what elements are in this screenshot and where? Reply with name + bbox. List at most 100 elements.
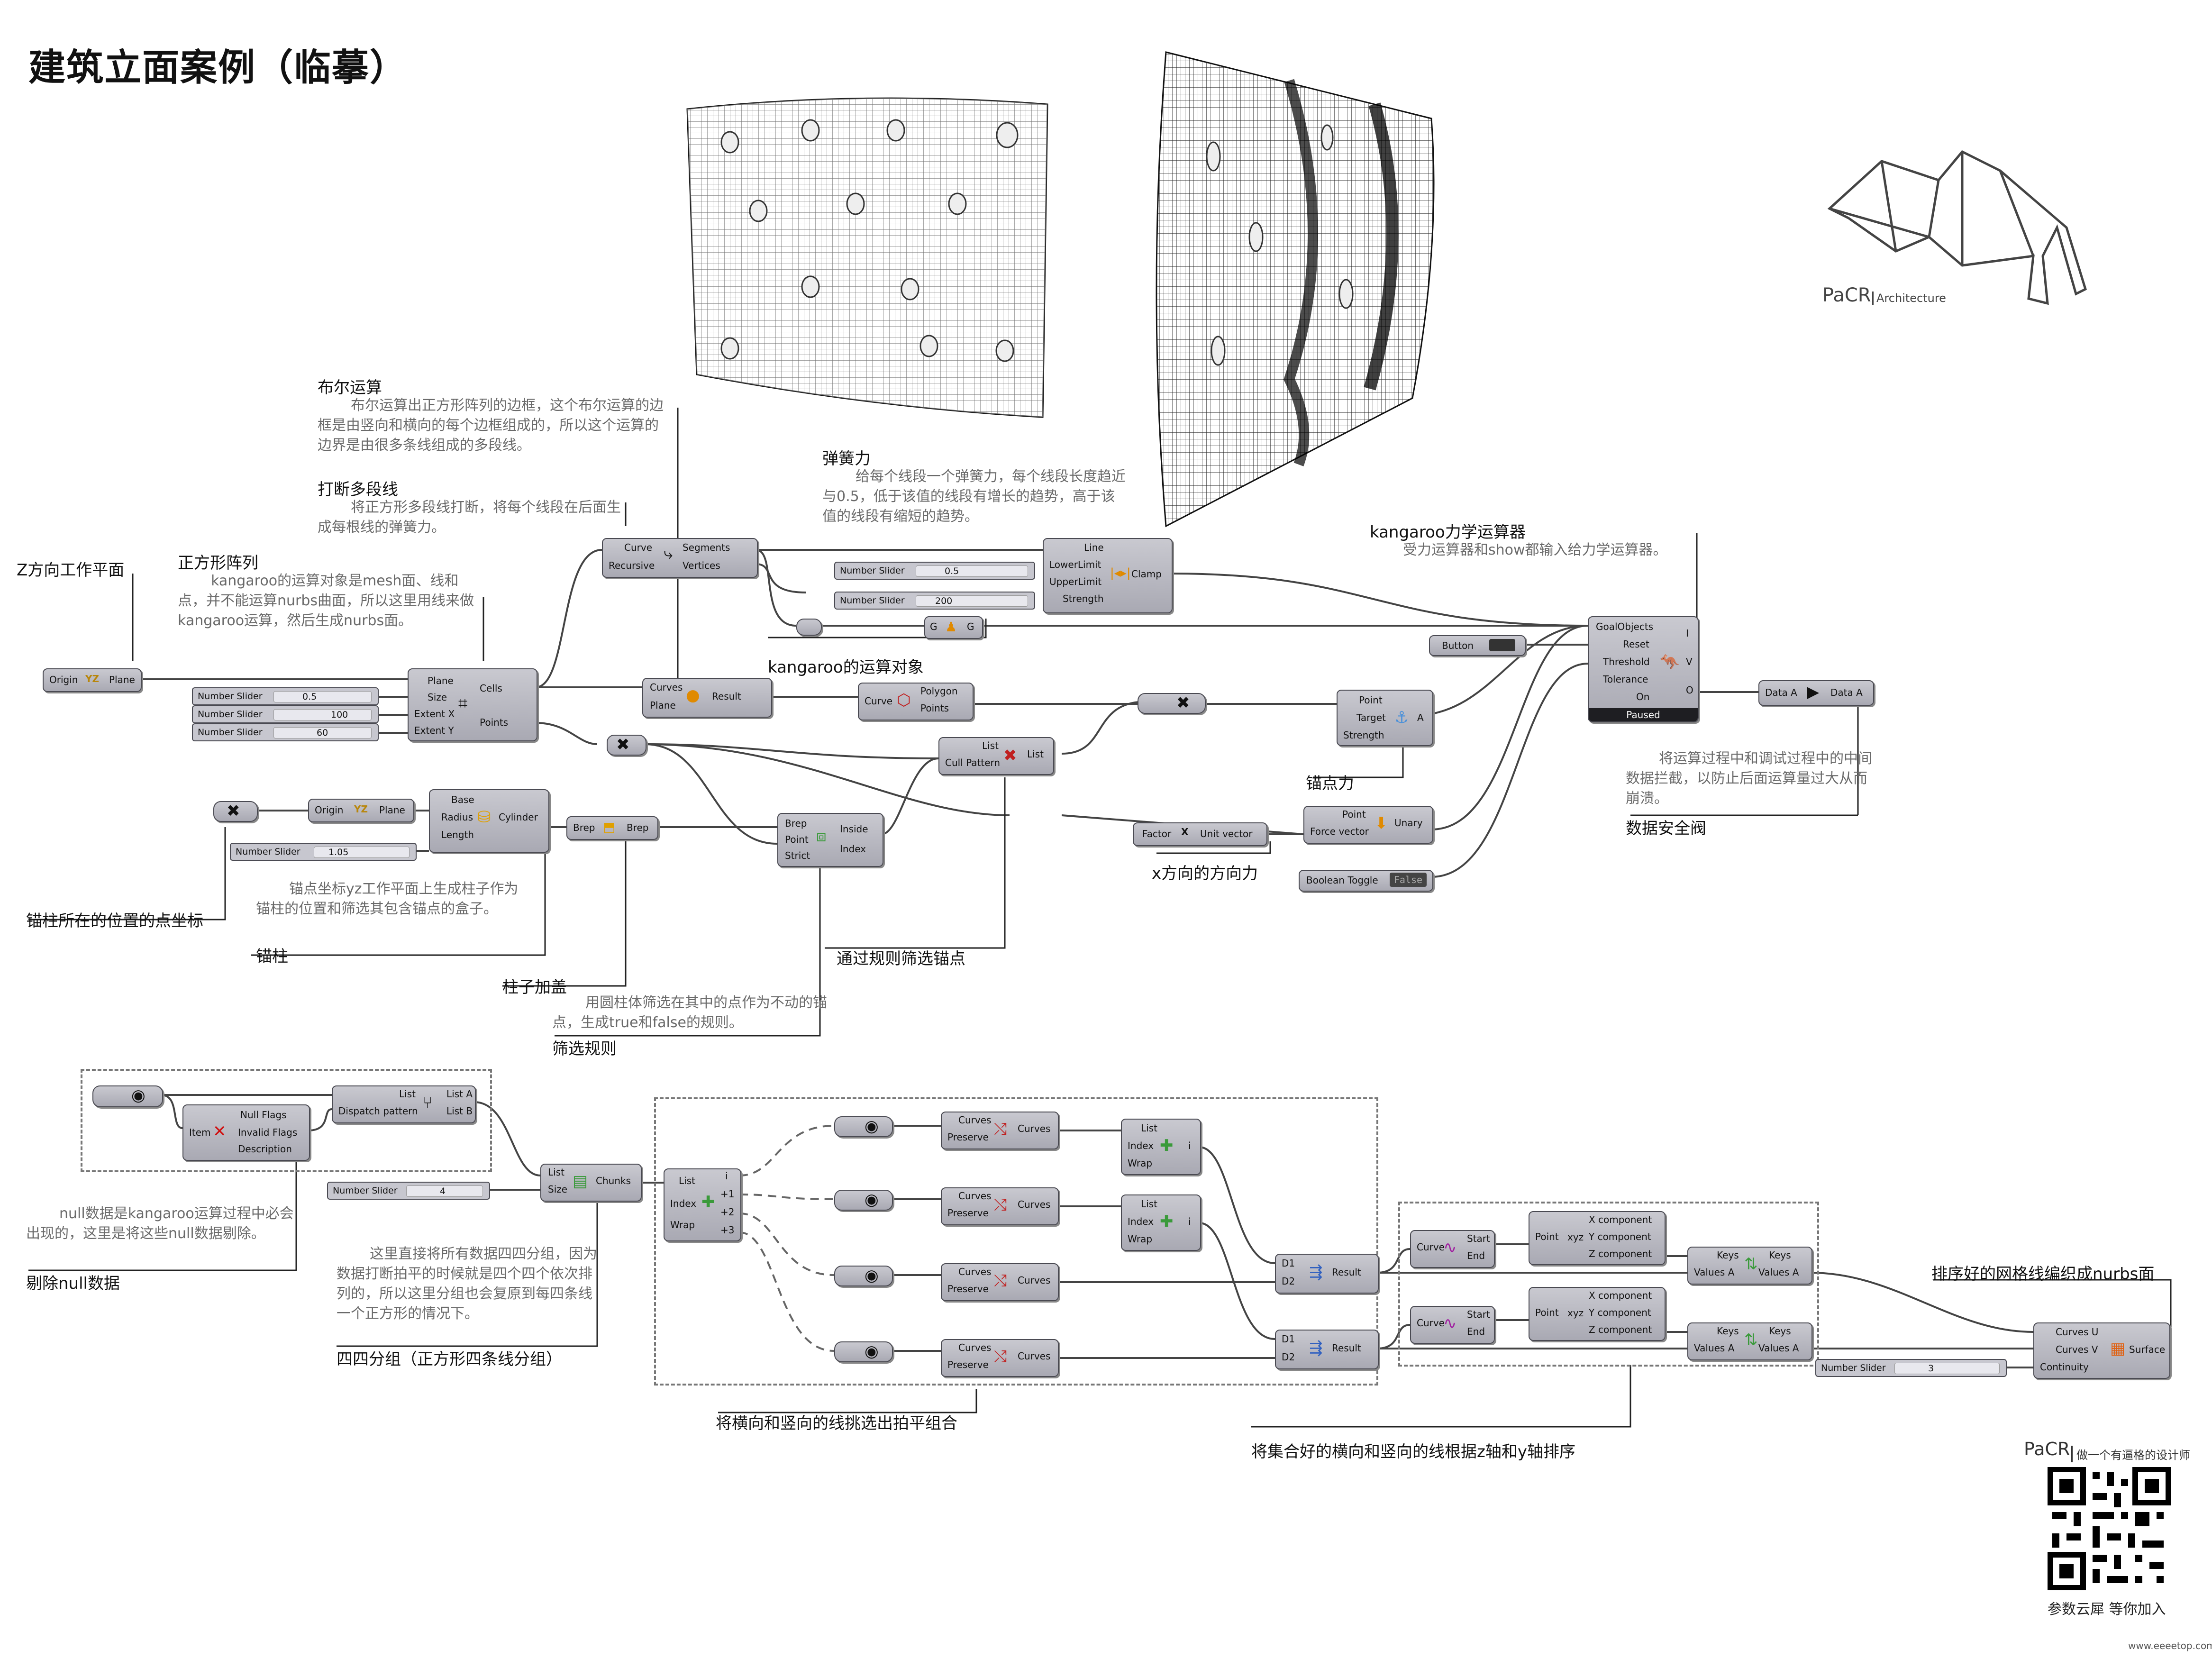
slider-grid-size[interactable]: Number Slider 0.5 (192, 687, 379, 705)
button-reset[interactable]: Button (1429, 635, 1526, 656)
button-face[interactable] (1489, 639, 1515, 651)
toggle-on[interactable]: Boolean Toggle False (1299, 870, 1433, 892)
slider-value[interactable]: 4 (406, 1185, 483, 1197)
curve-param-node[interactable]: ◉ (834, 1266, 893, 1286)
node-partition-list[interactable]: List Size ▤ Chunks (540, 1164, 642, 1202)
node-clamp-length[interactable]: Line LowerLimit UpperLimit Strength |◂▸|… (1043, 538, 1173, 613)
merge-icon: ⇶ (1309, 1263, 1323, 1282)
relay-cross-node[interactable]: ✖ (607, 735, 646, 756)
play-icon[interactable]: ▶ (1807, 683, 1820, 702)
curve-param-node[interactable]: ◉ (834, 1341, 893, 1362)
pin-brep-out: Brep (627, 822, 649, 833)
node-yz-plane-2[interactable]: Origin YZ Plane (308, 799, 414, 822)
pin-preserve: Preserve (947, 1359, 989, 1370)
node-anchor[interactable]: Point Target Strength ⚓ A (1337, 690, 1433, 746)
node-explode[interactable]: Curve Recursive ⤷ Segments Vertices (602, 538, 758, 578)
node-list-item[interactable]: List Index Wrap ✚ i (1121, 1119, 1201, 1175)
node-list-item[interactable]: List Index Wrap ✚ i (1121, 1194, 1201, 1251)
node-merge[interactable]: D1 D2 ⇶ Result (1275, 1330, 1379, 1369)
pin-plane: Plane (109, 674, 135, 685)
pin-index: Index (670, 1198, 697, 1209)
toggle-value[interactable]: False (1390, 873, 1427, 887)
pin-plus2: +2 (720, 1206, 735, 1218)
pin-values-a: Values A (1694, 1342, 1735, 1354)
list-item-icon: ✚ (701, 1193, 715, 1212)
pin-z-component: Z component (1589, 1248, 1652, 1259)
annotation-spring-body: 给每个线段一个弹簧力，每个线段长度趋近与0.5，低于该值的线段有增长的趋势，高于… (822, 468, 1126, 525)
slider-chunk-size[interactable]: Number Slider 4 (327, 1182, 490, 1200)
node-end-points[interactable]: Curve ∿ Start End (1410, 1306, 1495, 1344)
slider-continuity[interactable]: Number Slider 3 (1815, 1359, 2007, 1377)
pin-d2: D2 (1282, 1276, 1295, 1287)
annotation-grid-head: 正方形阵列 (178, 554, 258, 573)
pin-start: Start (1467, 1309, 1490, 1320)
slider-value[interactable]: 60 (273, 727, 372, 738)
node-unit-vector[interactable]: Factor X Unit vector (1133, 822, 1267, 846)
node-cylinder[interactable]: Base Radius Length ⛁ Cylinder (429, 789, 549, 853)
node-flip-curve[interactable]: Curves Preserve ⤭ Curves (941, 1187, 1059, 1225)
slider-label: Number Slider (236, 847, 300, 857)
node-list-item-multi[interactable]: List Index Wrap ✚ i +1 +2 +3 (664, 1168, 741, 1241)
slider-value[interactable]: 100 (273, 709, 372, 720)
node-goal-object[interactable]: G ♟ G (924, 616, 983, 639)
slider-value[interactable]: 3 (1894, 1363, 2000, 1374)
node-polygon-points[interactable]: Curve ⬡ Polygon Points (858, 683, 974, 720)
slider-value[interactable]: 1.05 (314, 847, 410, 858)
slider-extent-y[interactable]: Number Slider 60 (192, 723, 379, 741)
slider-value[interactable]: 0.5 (273, 691, 372, 702)
pin-vertices: Vertices (683, 560, 720, 571)
annotation-boolean-head: 布尔运算 (318, 378, 382, 397)
slider-value[interactable]: 0.5 (916, 565, 1028, 577)
data-relay-node[interactable]: ✖ (1138, 693, 1206, 714)
node-cull-pattern[interactable]: List Cull Pattern ✖ List (938, 737, 1054, 775)
slider-radius[interactable]: Number Slider 1.05 (230, 843, 417, 861)
node-sort-list[interactable]: Keys Values A ⇅ Keys Values A (1687, 1322, 1812, 1360)
pin-wrap: Wrap (1128, 1233, 1153, 1245)
node-region-union[interactable]: Curves Plane ● Result (642, 678, 772, 718)
node-kangaroo-solver[interactable]: GoalObjects Reset Threshold Tolerance On… (1588, 616, 1699, 722)
pin-brep-in: Brep (573, 822, 595, 833)
curve-param-node[interactable]: ◉ (834, 1190, 893, 1211)
flip-icon: ⤭ (994, 1271, 1007, 1290)
node-null-item[interactable]: Item ✕ Null Flags Invalid Flags Descript… (182, 1104, 310, 1161)
node-square-grid[interactable]: Plane Size Extent X Extent Y ⌗ Cells Poi… (408, 668, 537, 741)
pin-strength: Strength (1063, 593, 1104, 604)
button-label: Button (1442, 640, 1474, 651)
slider-strength[interactable]: Number Slider 200 (834, 592, 1035, 610)
pin-base: Base (451, 794, 474, 805)
node-sort-list[interactable]: Keys Values A ⇅ Keys Values A (1687, 1247, 1812, 1285)
node-flip-curve[interactable]: Curves Preserve ⤭ Curves (941, 1112, 1059, 1149)
relay-node[interactable] (796, 619, 822, 636)
curve-param-node[interactable]: ◉ (92, 1085, 163, 1107)
node-data-dam[interactable]: Data A ▶ Data A (1758, 680, 1874, 706)
pin-keys: Keys (1717, 1325, 1739, 1337)
node-point-in-brep[interactable]: Brep Point Strict ⧈ Inside Index (777, 813, 883, 867)
region-union-icon: ● (686, 686, 700, 705)
node-flip-curve[interactable]: Curves Preserve ⤭ Curves (941, 1339, 1059, 1377)
pin-result: Result (712, 691, 741, 702)
slider-value[interactable]: 200 (916, 595, 1028, 607)
node-unary-force[interactable]: Point Force vector ⬇ Unary (1303, 806, 1433, 844)
pin-radius: Radius (441, 811, 473, 823)
end-points-icon: ∿ (1443, 1238, 1457, 1257)
pin-item: Item (189, 1127, 211, 1138)
point-param-node[interactable]: ✖ (213, 801, 258, 822)
slider-extent-x[interactable]: Number Slider 100 (192, 705, 379, 723)
slider-lower-limit[interactable]: Number Slider 0.5 (834, 562, 1035, 580)
pin-i: i (725, 1170, 728, 1182)
node-deconstruct-point[interactable]: Point xyz X component Y component Z comp… (1529, 1287, 1666, 1341)
pin-z-component: Z component (1589, 1324, 1652, 1335)
node-flip-curve[interactable]: Curves Preserve ⤭ Curves (941, 1263, 1059, 1301)
annotation-grid-body: kangaroo的运算对象是mesh面、线和点，并不能运算nurbs曲面，所以这… (178, 573, 474, 629)
node-merge[interactable]: D1 D2 ⇶ Result (1275, 1254, 1379, 1294)
curve-param-node[interactable]: ◉ (834, 1116, 893, 1137)
node-network-surface[interactable]: Curves U Curves V Continuity ▦ Surface (2033, 1322, 2170, 1379)
node-cap-holes[interactable]: Brep ⬒ Brep (566, 816, 658, 840)
pin-preserve: Preserve (947, 1283, 989, 1294)
node-deconstruct-point[interactable]: Point xyz X component Y component Z comp… (1529, 1211, 1666, 1265)
annotation-nulls-body: null数据是kangaroo运算过程中必会出现的，这里是将这些null数据剔除… (26, 1205, 294, 1242)
node-end-points[interactable]: Curve ∿ Start End (1410, 1230, 1495, 1268)
node-yz-plane-1[interactable]: Origin YZ Plane (43, 668, 142, 692)
node-dispatch[interactable]: List Dispatch pattern ⑂ List A List B (332, 1085, 476, 1123)
flip-icon: ⤭ (994, 1347, 1007, 1366)
